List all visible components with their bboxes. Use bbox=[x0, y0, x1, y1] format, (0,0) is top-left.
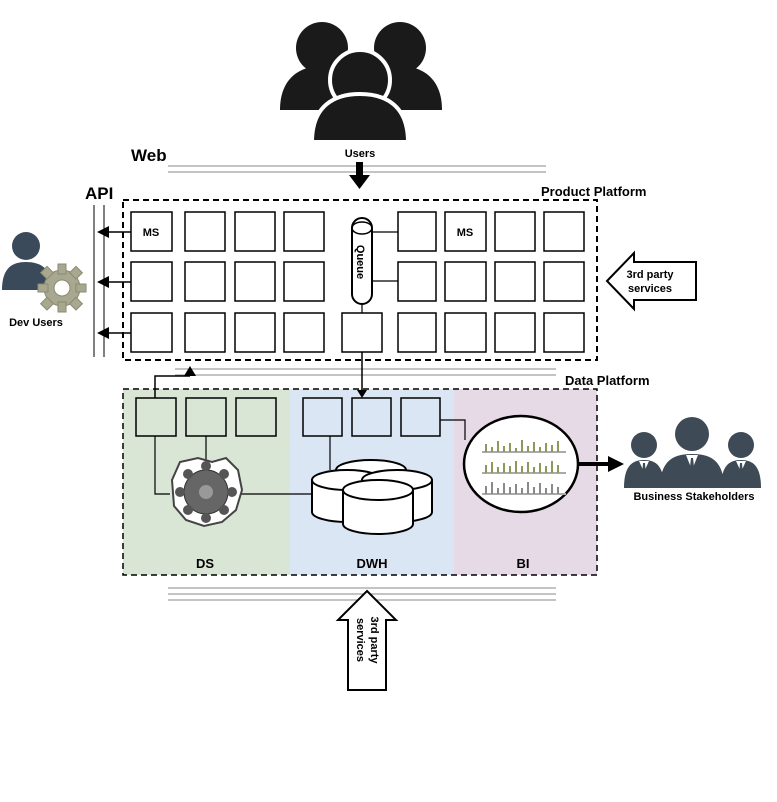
service-box bbox=[184, 211, 226, 252]
service-box bbox=[184, 312, 226, 353]
ds-boxes bbox=[135, 397, 277, 437]
service-box bbox=[543, 211, 585, 252]
service-box bbox=[397, 211, 437, 252]
users-label: Users bbox=[345, 148, 376, 160]
ds-label: DS bbox=[196, 556, 214, 571]
third-party-right-arrow bbox=[605, 250, 697, 312]
service-box bbox=[543, 261, 585, 302]
brain-gear-icon bbox=[170, 456, 244, 528]
dev-users-label: Dev Users bbox=[9, 317, 63, 329]
queue-to-dwh-arrow bbox=[357, 352, 367, 398]
service-box bbox=[494, 261, 536, 302]
users-group-icon bbox=[280, 22, 442, 144]
service-box bbox=[397, 312, 437, 353]
product-services-grid bbox=[130, 211, 585, 353]
service-box bbox=[444, 312, 487, 353]
business-people-icon bbox=[624, 417, 761, 488]
service-box bbox=[494, 312, 536, 353]
service-box bbox=[234, 211, 276, 252]
service-box bbox=[130, 261, 173, 302]
queue-label: Queue bbox=[354, 245, 366, 279]
dwh-box bbox=[351, 397, 392, 437]
bi-charts bbox=[462, 414, 580, 514]
third-party-bottom-arrow bbox=[335, 589, 399, 691]
service-box bbox=[283, 211, 325, 252]
business-stakeholders-label: Business Stakeholders bbox=[633, 491, 754, 503]
dwh-boxes bbox=[302, 397, 441, 437]
bar-chart-icon bbox=[482, 440, 566, 495]
ds-box bbox=[185, 397, 227, 437]
third-party-bottom-line1: 3rd party bbox=[368, 616, 380, 664]
service-box bbox=[543, 312, 585, 353]
service-box bbox=[130, 312, 173, 353]
bi-label: BI bbox=[517, 556, 530, 571]
user-with-gear-icon bbox=[2, 232, 87, 313]
ms-label-left: MS bbox=[143, 227, 160, 239]
ms-label-right: MS bbox=[457, 227, 474, 239]
data-platform-lines bbox=[175, 368, 556, 376]
web-label: Web bbox=[131, 146, 167, 165]
api-arrows bbox=[97, 226, 131, 339]
service-box bbox=[184, 261, 226, 302]
service-box bbox=[234, 261, 276, 302]
database-cluster-icon bbox=[311, 459, 433, 535]
dwh-box bbox=[400, 397, 441, 437]
ds-to-product-arrow bbox=[154, 366, 196, 398]
service-box bbox=[494, 211, 536, 252]
dwh-label: DWH bbox=[356, 556, 387, 571]
ds-box bbox=[235, 397, 277, 437]
service-box bbox=[444, 261, 487, 302]
service-box bbox=[397, 261, 437, 302]
data-platform-label: Data Platform bbox=[565, 373, 650, 388]
users-arrow bbox=[349, 162, 370, 189]
product-platform-boundary bbox=[122, 199, 598, 361]
service-box bbox=[234, 312, 276, 353]
data-connectors bbox=[154, 419, 466, 495]
dwh-box bbox=[302, 397, 343, 437]
ms-box bbox=[444, 211, 487, 252]
ms-box bbox=[130, 211, 173, 252]
bi-to-business-arrow bbox=[578, 456, 624, 472]
ds-box bbox=[135, 397, 177, 437]
service-box bbox=[283, 261, 325, 302]
product-platform-label: Product Platform bbox=[541, 184, 646, 199]
service-box bbox=[283, 312, 325, 353]
queue-output-box bbox=[341, 312, 383, 353]
api-label: API bbox=[85, 184, 113, 203]
api-lines bbox=[93, 205, 105, 357]
third-party-right-line1: 3rd party bbox=[626, 269, 674, 281]
third-party-right-line2: services bbox=[628, 283, 672, 295]
third-party-bottom-line2: services bbox=[354, 618, 366, 662]
queue bbox=[351, 217, 398, 313]
